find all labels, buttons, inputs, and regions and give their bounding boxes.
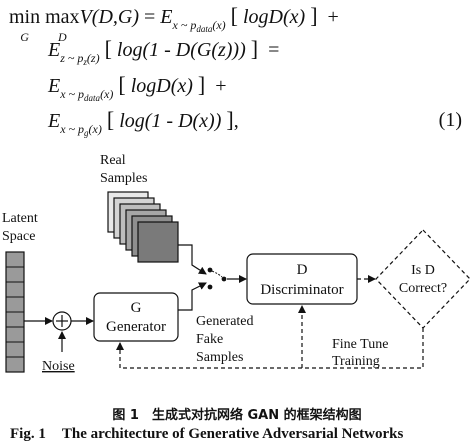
noise-label: Noise [42, 359, 75, 374]
caption-english-text: The architecture of Generative Adversari… [61, 426, 404, 442]
term-log-one-minus-DGz: log(1 - D(G(z))) [116, 39, 246, 61]
latent-space-column [5, 251, 25, 373]
latent-space-label-2: Space [2, 229, 35, 244]
equation-line-2: Ez ~ pz(z) [ log(1 - D(G(z))) ] = [48, 36, 280, 68]
generator-label-2: Generator [106, 319, 166, 335]
term-logD: logD(x) [243, 6, 306, 28]
decision-label-1: Is D [411, 263, 435, 278]
finetune-label-2: Training [332, 354, 380, 369]
value-function: V(D,G) [79, 6, 139, 28]
equation-line-4: Ex ~ pg(x) [ log(1 - D(x)) ], [48, 107, 239, 139]
generator-to-switch-arrow [178, 282, 207, 311]
expectation-subscript: z ~ pz(z) [60, 51, 100, 67]
decision-diamond [375, 229, 471, 329]
adder-node [52, 311, 72, 331]
generated-samples-label-1: Generated [196, 314, 254, 329]
real-to-switch-arrow [178, 244, 207, 275]
generated-samples-label-3: Samples [196, 350, 243, 365]
term-log-one-minus-Dx: log(1 - D(x)) [119, 110, 222, 132]
latent-space-label-1: Latent [2, 211, 38, 226]
term-logD: logD(x) [130, 75, 193, 97]
equation-line-3: Ex ~ pdata(x) [ logD(x) ] + [48, 72, 227, 104]
expectation-subscript: x ~ pdata(x) [172, 18, 226, 34]
gan-architecture-diagram: Real Samples Latent Space Noise G [2, 153, 471, 374]
caption-figure-number: Fig. 1 [10, 426, 46, 442]
generator-label-1: G [131, 300, 142, 316]
generator-box [93, 292, 179, 342]
sample-switch [207, 267, 227, 290]
caption-chinese: 图 1 生成式对抗网络 GAN 的框架结构图 [112, 408, 362, 423]
real-samples-label-1: Real [100, 153, 126, 168]
finetune-label-1: Fine Tune [332, 337, 388, 352]
real-samples-label-2: Samples [100, 171, 147, 186]
caption-english: Fig. 1 The architecture of Generative Adv… [10, 426, 403, 443]
generated-samples-label-2: Fake [196, 332, 223, 347]
decision-label-2: Correct? [399, 281, 447, 296]
discriminator-label-2: Discriminator [260, 282, 343, 298]
real-samples-stack [107, 191, 179, 263]
discriminator-label-1: D [297, 262, 308, 278]
equation-number: (1) [438, 109, 462, 131]
feedback-loop-line [120, 328, 424, 369]
expectation-subscript: x ~ pg(x) [60, 122, 102, 138]
expectation-subscript: x ~ pdata(x) [60, 87, 114, 103]
